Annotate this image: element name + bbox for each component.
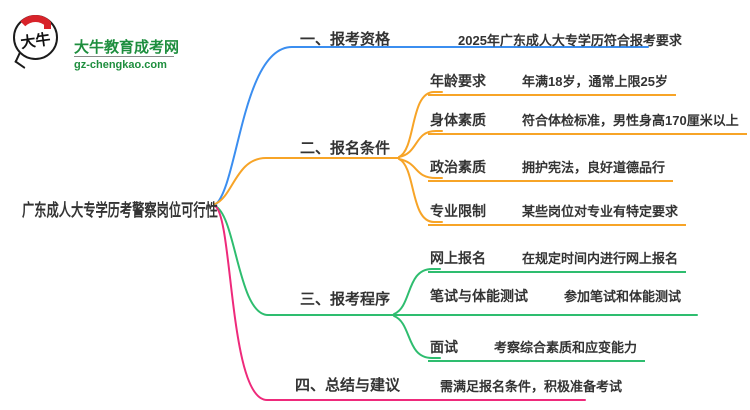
branch4-line — [214, 205, 586, 401]
branch2-age-value: 年满18岁，通常上限25岁 — [522, 74, 668, 89]
branch3-interview-value: 考察综合素质和应变能力 — [494, 340, 638, 355]
branch3-exam-key: 笔试与体能测试 — [430, 288, 528, 304]
logo-site-name: 大牛教育成考网 — [74, 39, 180, 56]
logo-site-url: gz-chengkao.com — [74, 59, 167, 71]
branch2-row-politics: 政治素质 拥护宪法，良好道德品行 — [428, 157, 674, 182]
branch2-curve-politics — [398, 158, 443, 179]
branch2-politics-value: 拥护宪法，良好道德品行 — [522, 160, 666, 175]
logo-red-arc — [14, 15, 57, 58]
branch3-curve-online — [393, 268, 441, 315]
branch3-row-online: 网上报名 在规定时间内进行网上报名 — [428, 248, 687, 273]
branch2-curve-body — [398, 130, 443, 158]
branch3-exam-value: 参加笔试和体能测试 — [564, 289, 682, 304]
branch2-row-major: 专业限制 某些岗位对专业有特定要求 — [428, 201, 687, 226]
branch2-curve-age — [398, 91, 443, 158]
branch2-row-age: 年龄要求 年满18岁，通常上限25岁 — [428, 71, 676, 96]
branch4-child: 需满足报名条件，积极准备考试 — [440, 379, 623, 394]
logo-bubble-icon: 大牛 — [13, 15, 58, 60]
branch2-major-value: 某些岗位对专业有特定要求 — [522, 204, 679, 219]
branch2-body-value: 符合体检标准，男性身高170厘米以上 — [522, 113, 739, 128]
branch3-row-exam: 笔试与体能测试 参加笔试和体能测试 — [428, 286, 689, 309]
branch2-main-line — [214, 157, 400, 205]
branch3-main-line — [214, 205, 698, 316]
branch1-line — [214, 46, 649, 206]
branch2-politics-key: 政治素质 — [430, 159, 486, 175]
branch2-curve-major — [398, 158, 443, 223]
branch1-label: 一、报考资格 — [300, 31, 391, 48]
branch3-interview-key: 面试 — [430, 339, 458, 355]
branch3-online-key: 网上报名 — [430, 250, 486, 266]
branch2-body-key: 身体素质 — [430, 112, 486, 128]
branch2-age-key: 年龄要求 — [430, 73, 486, 89]
logo-divider — [74, 56, 174, 57]
branch2-row-body: 身体素质 符合体检标准，男性身高170厘米以上 — [428, 110, 747, 135]
branch4-label: 四、总结与建议 — [295, 377, 401, 394]
branch1-child: 2025年广东成人大专学历符合报考要求 — [458, 33, 682, 48]
root-node: 广东成人大专学历考警察岗位可行性 — [22, 201, 218, 220]
branch2-major-key: 专业限制 — [430, 203, 486, 219]
logo-red-seal — [44, 22, 51, 29]
branch3-online-value: 在规定时间内进行网上报名 — [522, 251, 679, 266]
branch3-row-interview: 面试 考察综合素质和应变能力 — [428, 337, 646, 362]
branch3-curve-interview — [393, 315, 441, 359]
branch3-label: 三、报考程序 — [300, 291, 391, 308]
branch2-label: 二、报名条件 — [300, 140, 391, 157]
